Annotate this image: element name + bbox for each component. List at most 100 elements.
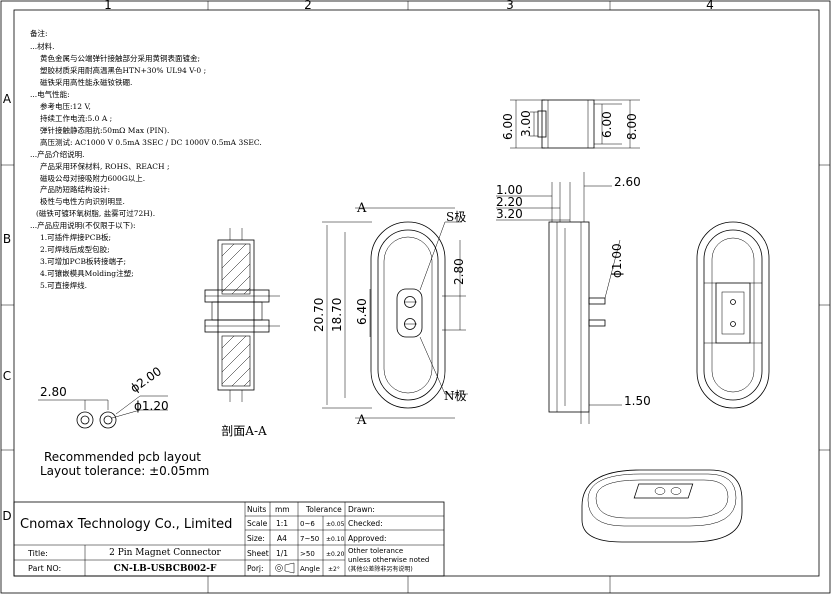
notes-line: ...电气性能: [30, 89, 70, 99]
row-label-c: C [3, 369, 11, 383]
tolerance-label: Tolerance [305, 505, 342, 514]
other-tolerance-3: (其他公差除非另有说明) [348, 565, 413, 573]
tol-range: 0~6 [300, 520, 315, 528]
section-view: 剖面A-A [204, 228, 280, 438]
approved-label: Approved: [348, 534, 387, 543]
pin-housing [396, 288, 423, 338]
sheet-value: 1/1 [276, 549, 288, 558]
scale-value: 1:1 [276, 519, 288, 528]
section-outline [217, 239, 255, 391]
dim-2-80: 2.80 [452, 258, 466, 285]
col-label-3: 3 [506, 0, 514, 12]
row-label-b: B [3, 232, 11, 246]
notes-line: 4.可镶嵌模具Molding注塑; [40, 268, 134, 278]
tol-value: ±0.05 [326, 521, 345, 528]
notes-line: ...产品介绍说明. [30, 149, 85, 159]
pcb-hole-left [80, 415, 90, 425]
other-tolerance-2: unless otherwise noted [348, 556, 429, 564]
col-label-1: 1 [104, 0, 112, 12]
notes-line: 高压测试: AC1000 V 0.5mA 3SEC / DC 1000V 0.5… [40, 137, 262, 147]
notes-line: 3.可增加PCB板转接端子; [40, 256, 126, 266]
partno-label: Part NO: [28, 564, 61, 573]
pcb-hole-right [103, 415, 113, 425]
title-label: Title: [27, 549, 48, 558]
partno-value: CN-LB-USBCB002-F [114, 564, 217, 574]
notes-line: 产品防短路结构设计: [40, 184, 110, 194]
notes-line: 1.可插件焊接PCB板; [40, 232, 111, 242]
dim-8-00: 8.00 [625, 113, 639, 140]
notes-line: ...产品应用说明(不仅限于以下): [30, 220, 136, 230]
front-outer-outline [370, 221, 446, 409]
notes-block: 备注: ...材料. 黄色金属与公端弹针接触部分采用黄铜表面镀金; 塑胶材质采用… [30, 28, 262, 290]
section-label-a-bottom: A [356, 413, 367, 428]
row-label-d: D [2, 509, 11, 523]
sheet-label: Sheet [247, 549, 269, 558]
dim-6-40: 6.40 [355, 298, 369, 325]
drawn-label: Drawn: [348, 505, 375, 514]
scale-label: Scale [247, 519, 268, 528]
notes-line: 参考电压:12 V, [40, 101, 91, 111]
size-value: A4 [277, 534, 287, 543]
notes-title: 备注: [30, 28, 48, 38]
top-view: 6.00 3.00 6.00 8.00 [501, 99, 640, 149]
title-value: 2 Pin Magnet Connector [109, 548, 221, 558]
dim-2-20: 2.20 [496, 195, 523, 209]
pcb-inner-dim: ϕ1.20 [134, 399, 169, 413]
units-value: mm [275, 505, 290, 514]
tol-range: 7~50 [300, 535, 319, 543]
notes-line: 磁吸公母对接吸附力600G以上. [40, 173, 145, 183]
notes-line: ...材料. [30, 41, 55, 51]
notes-line: 极性与电性方向识别明显. [40, 196, 125, 206]
pcb-outer-dim: ϕ2.00 [128, 364, 164, 395]
pcb-pitch-dim: 2.80 [40, 385, 67, 399]
dim-6-00-left: 6.00 [501, 113, 515, 140]
side-view-body [548, 221, 590, 413]
size-label: Size: [247, 534, 265, 543]
dim-6-00-right: 6.00 [600, 111, 614, 138]
dim-1-50: 1.50 [624, 394, 651, 408]
notes-line: (磁铁可镀环氧树脂, 盐雾可过72H). [36, 208, 155, 218]
dim-2-60: 2.60 [614, 175, 641, 189]
dim-phi-1-00: ϕ1.00 [610, 243, 624, 278]
tol-value: ±0.10 [326, 536, 345, 543]
dim-3-00: 3.00 [519, 110, 533, 137]
inner-border [13, 9, 820, 577]
front-view: A A 20.70 18.70 6.40 2.80 S极 N极 [312, 201, 468, 428]
iso-view [581, 469, 743, 543]
notes-line: 持续工作电流:5.0 A ; [40, 113, 112, 123]
back-pin-n [730, 321, 736, 327]
col-label-4: 4 [706, 0, 714, 12]
pcb-layout: 2.80 ϕ2.00 ϕ1.20 Recommended pcb layout … [38, 364, 209, 478]
other-tolerance-1: Other tolerance [348, 547, 403, 555]
notes-line: 磁铁采用高性能永磁钕铁硼. [40, 77, 132, 87]
label-s-pole: S极 [446, 210, 466, 224]
company-name: Cnomax Technology Co., Limited [20, 517, 232, 532]
notes-line: 产品采用环保材料, ROHS、REACH ; [40, 161, 169, 171]
dim-20-70: 20.70 [312, 298, 326, 332]
units-label: Nuits [247, 505, 266, 514]
notes-line: 弹针接触静态阻抗:50mΩ Max (PIN). [40, 125, 169, 135]
title-block: Cnomax Technology Co., Limited Title: 2 … [13, 501, 445, 577]
dim-18-70: 18.70 [330, 298, 344, 332]
col-label-2: 2 [304, 0, 312, 12]
top-view-body [541, 99, 595, 149]
proj-label: Porj: [247, 564, 264, 573]
section-label-a-top: A [356, 201, 367, 216]
pcb-caption: Recommended pcb layout [44, 450, 201, 464]
row-label-a: A [3, 92, 12, 106]
tol-value: ±0.20 [326, 551, 345, 558]
projection-symbol-icon [275, 562, 295, 574]
label-n-pole: N极 [444, 389, 467, 403]
back-pin-plate [715, 282, 751, 344]
side-view: 1.00 2.20 3.20 2.60 ϕ1.00 1.50 [496, 172, 651, 424]
iso-outline [581, 469, 743, 543]
tol-range: >50 [300, 550, 315, 558]
dim-1-00: 1.00 [496, 183, 523, 197]
checked-label: Checked: [348, 519, 383, 528]
dim-3-20: 3.20 [496, 207, 523, 221]
notes-line: 5.可直接焊线. [40, 280, 87, 290]
notes-line: 塑胶材质采用耐高温黑色HTN+30% UL94 V-0 ; [40, 65, 206, 75]
back-pin-s [730, 299, 736, 305]
